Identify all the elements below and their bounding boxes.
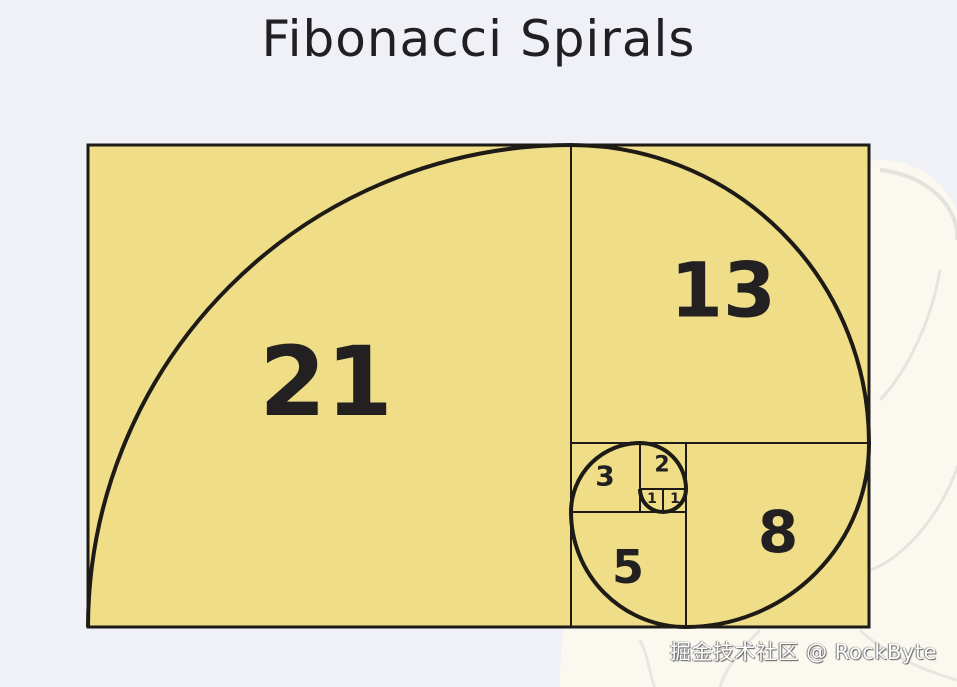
- square-dividers: [570, 145, 869, 627]
- page-title: Fibonacci Spirals: [261, 10, 696, 68]
- square-label-13: 13: [670, 246, 776, 335]
- square-label-5: 5: [612, 540, 644, 594]
- outer-rectangle: [86, 143, 871, 629]
- square-label-1b: 1: [670, 491, 680, 507]
- square-label-2: 2: [654, 453, 669, 478]
- square-label-8: 8: [758, 498, 798, 566]
- square-label-1a: 1: [647, 491, 657, 507]
- golden-spiral-curve: [86, 142, 872, 630]
- square-label-21: 21: [259, 326, 393, 438]
- square-label-3: 3: [595, 460, 614, 493]
- watermark-text: 掘金技术社区 @ RockByte: [669, 640, 937, 664]
